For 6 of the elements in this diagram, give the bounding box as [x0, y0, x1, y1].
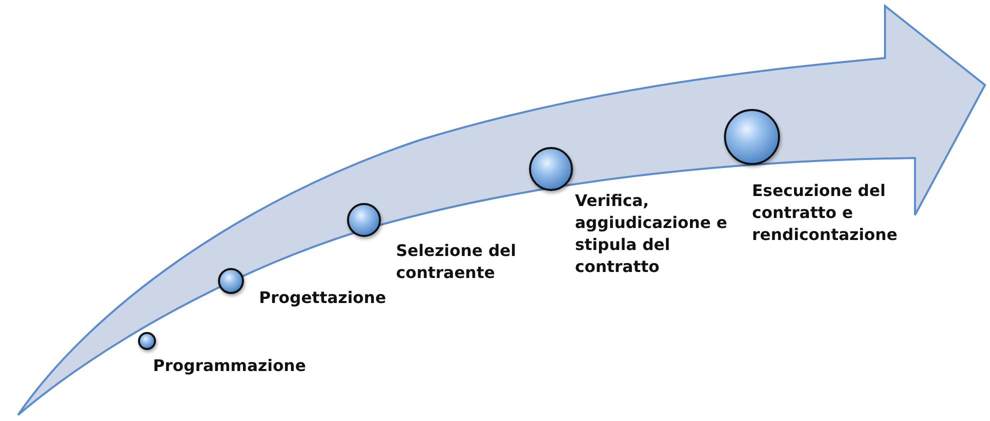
stage-bubble [138, 332, 156, 350]
stage-label: Progettazione [259, 287, 388, 309]
stage-label: Selezione del contraente [396, 240, 518, 284]
stage-label: Verifica, aggiudicazione e stipula del contratto [575, 190, 728, 278]
stage-label: Programmazione [153, 355, 307, 377]
stage-label: Esecuzione del contratto e rendicontazione [752, 180, 898, 246]
